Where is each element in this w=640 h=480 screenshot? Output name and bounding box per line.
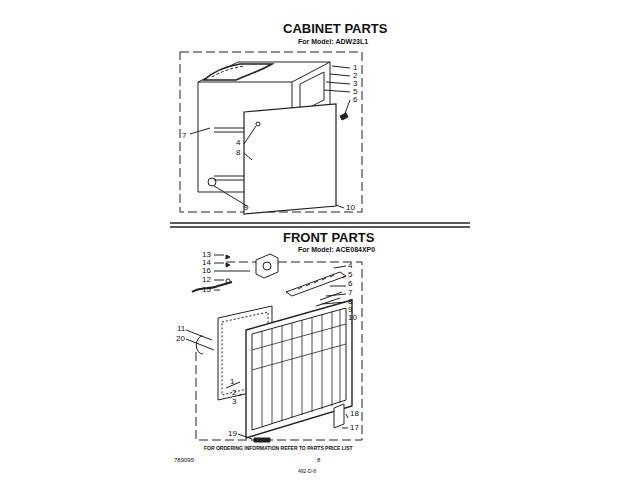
callout-number: 14 [202, 259, 211, 267]
screw [340, 113, 348, 120]
section-heading: CABINET PARTS [283, 22, 387, 35]
callout-number: 10 [346, 204, 355, 212]
callout-number: 7 [348, 289, 352, 297]
callout-number: 2 [353, 72, 357, 80]
code-mark: 492-D-8 [298, 469, 316, 474]
document-number: 789095 [174, 457, 194, 463]
callout-number: 19 [228, 430, 237, 438]
callout-number: 17 [350, 424, 359, 432]
callout-number: 13 [202, 251, 211, 259]
hook [196, 336, 203, 354]
section-heading: FRONT PARTS [283, 231, 374, 244]
control-block [256, 254, 278, 278]
leader-line [190, 128, 210, 134]
callout-number: 6 [353, 96, 357, 104]
dashed-frame [196, 262, 362, 440]
grille-inner [252, 308, 346, 430]
leader-line [238, 434, 252, 439]
callout-number: 9 [348, 306, 352, 314]
leader-line [214, 280, 224, 290]
small-part [226, 279, 230, 283]
leader-line [324, 66, 350, 116]
grille-bars [252, 310, 346, 427]
callout-number: 3 [232, 398, 236, 406]
foot [208, 178, 216, 186]
callout-number: 7 [182, 132, 186, 140]
front-grille [246, 300, 352, 438]
callout-number: 8 [236, 149, 240, 157]
callout-number: 1 [230, 378, 234, 386]
page-number: 8 [317, 457, 320, 463]
callout-number: 5 [353, 88, 357, 96]
callout-number: 4 [236, 139, 240, 147]
screw [254, 438, 270, 442]
callout-number: 6 [348, 280, 352, 288]
small-part [226, 255, 230, 267]
louver-slot [298, 275, 334, 289]
seal-strip [204, 64, 272, 80]
callout-number: 16 [202, 267, 211, 275]
leader-line [244, 126, 256, 160]
louver [286, 272, 346, 296]
leader-line [214, 255, 250, 271]
callout-number: 1 [353, 64, 357, 72]
callout-number: 5 [348, 271, 352, 279]
knob [263, 262, 271, 270]
model-line: For Model: ACE084XP0 [298, 246, 375, 253]
leader-line [214, 186, 247, 206]
callout-number: 3 [353, 80, 357, 88]
leader-line [342, 414, 348, 428]
callout-number: 2 [232, 389, 236, 397]
callout-number: 12 [202, 276, 211, 284]
leader-line [186, 330, 214, 350]
callout-number: 15 [202, 286, 211, 294]
model-line: For Model: ADW23L1 [298, 38, 368, 45]
callout-number: 10 [348, 314, 357, 322]
screw [256, 122, 260, 126]
cord [192, 282, 232, 292]
callout-number: 9 [244, 204, 248, 212]
front-panel [244, 104, 336, 214]
footer-note: FOR ORDERING INFORMATION REFER TO PARTS … [204, 446, 353, 451]
callout-number: 11 [177, 325, 185, 333]
callout-number: 20 [176, 335, 185, 343]
callout-number: 4 [348, 262, 352, 270]
leader-line [336, 205, 344, 208]
separator [170, 223, 470, 227]
seal-texture [212, 66, 244, 77]
callout-number: 18 [350, 410, 359, 418]
callout-number: 8 [348, 298, 352, 306]
bracket [334, 404, 344, 428]
